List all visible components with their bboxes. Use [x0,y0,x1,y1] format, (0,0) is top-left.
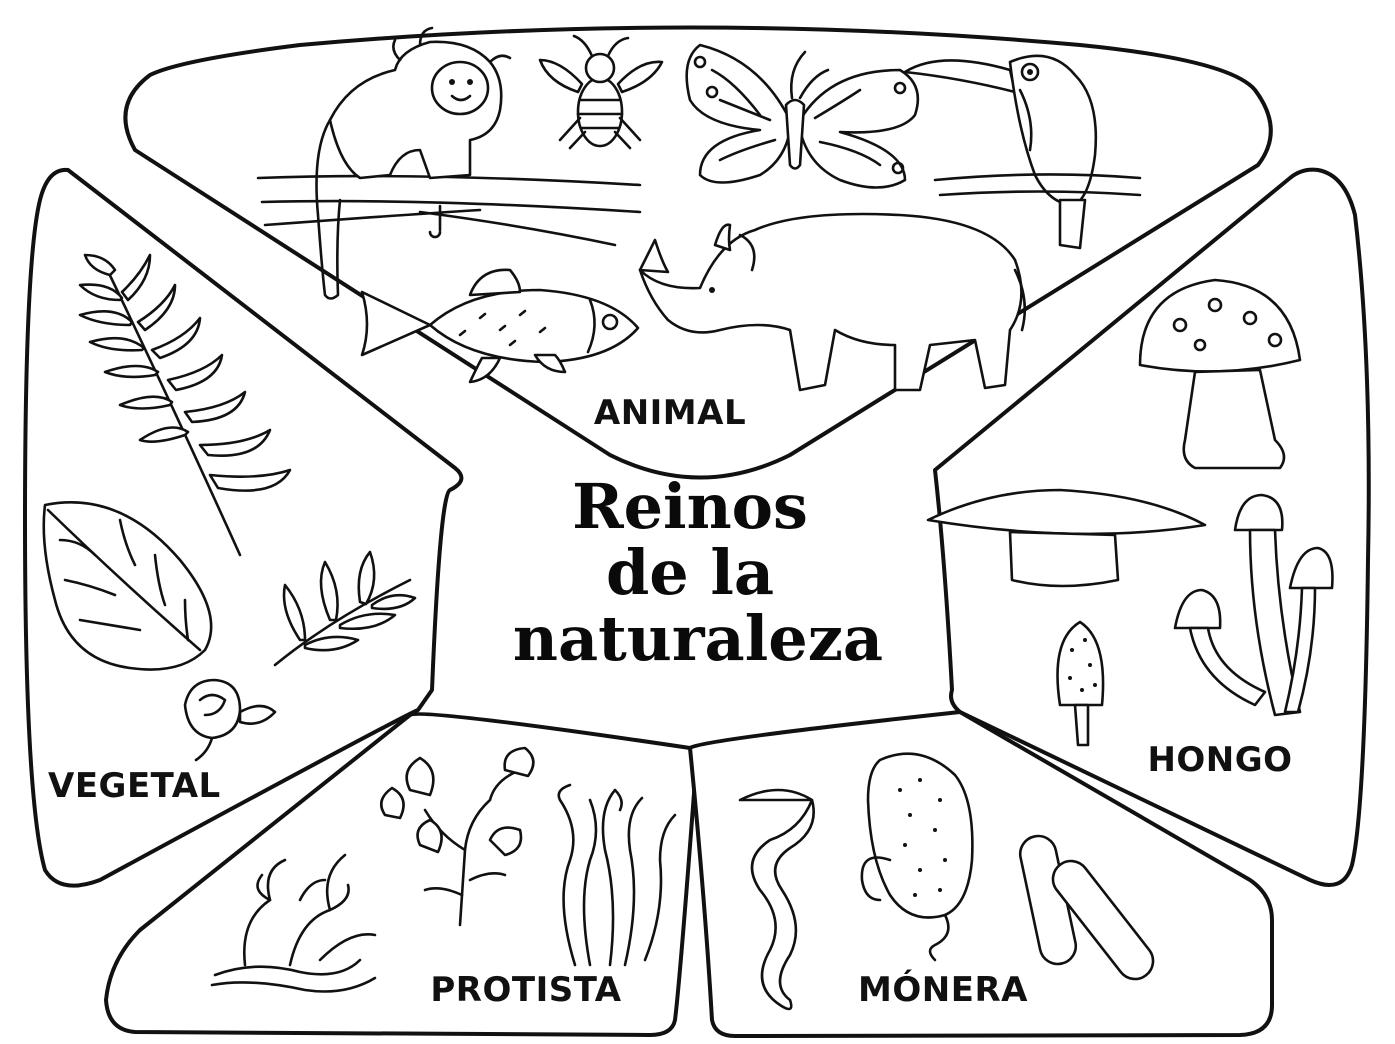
label-protista: PROTISTA [430,970,621,1010]
label-hongo: HONGO [1147,740,1292,780]
title-line-3: naturaleza [513,602,883,675]
title-line-2: de la [606,536,774,609]
label-monera: MÓNERA [858,969,1028,1010]
label-animal: ANIMAL [594,393,746,433]
label-vegetal: VEGETAL [48,766,221,806]
title-line-1: Reinos [572,470,808,543]
